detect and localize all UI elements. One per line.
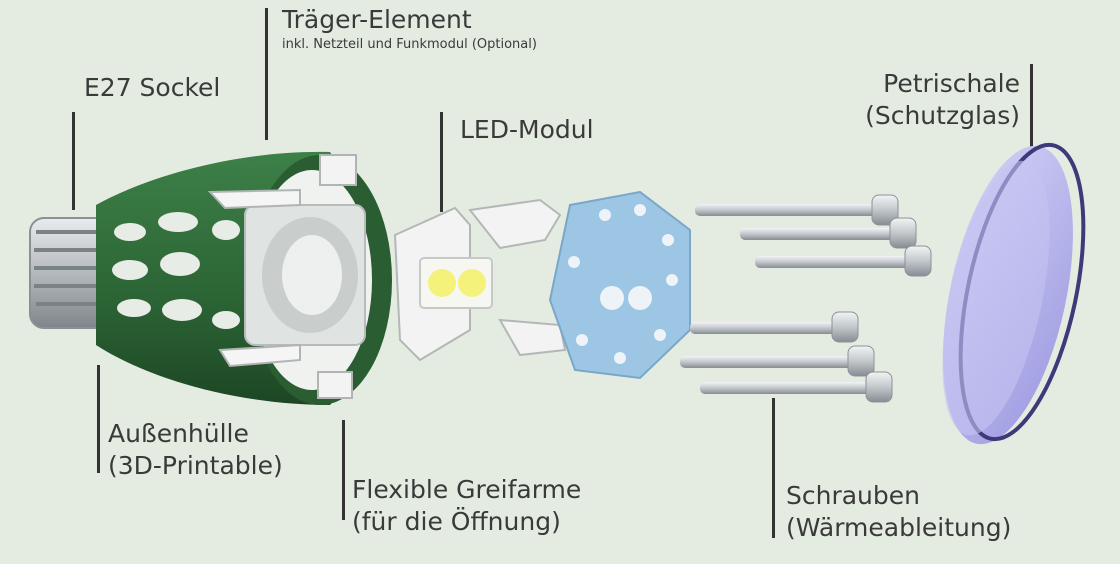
label-schrauben-line1: Schrauben <box>786 481 920 510</box>
label-petri-line2: (Schutzglas) <box>865 101 1020 130</box>
label-traeger-sub: inkl. Netzteil und Funkmodul (Optional) <box>282 37 537 52</box>
heat-plate <box>548 190 691 380</box>
leader-traeger <box>265 8 268 140</box>
leader-petri <box>1030 64 1033 154</box>
leader-led <box>440 112 443 212</box>
label-huelle: Außenhülle (3D-Printable) <box>108 418 283 482</box>
leader-huelle <box>97 365 100 473</box>
carrier-element <box>207 154 366 399</box>
label-greif-line1: Flexible Greifarme <box>352 475 582 504</box>
label-sockel-text: E27 Sockel <box>84 73 221 102</box>
label-traeger: Träger-Element inkl. Netzteil und Funkmo… <box>282 4 537 54</box>
label-led: LED-Modul <box>460 114 594 146</box>
label-sockel: E27 Sockel <box>84 72 220 104</box>
label-huelle-line2: (3D-Printable) <box>108 451 283 480</box>
led-module <box>393 198 567 362</box>
leader-schrauben <box>772 398 775 538</box>
label-schrauben: Schrauben (Wärmeableitung) <box>786 480 1011 544</box>
leader-greif <box>342 420 345 520</box>
label-greif: Flexible Greifarme (für die Öffnung) <box>352 474 581 538</box>
label-led-text: LED-Modul <box>460 115 594 144</box>
label-huelle-line1: Außenhülle <box>108 419 249 448</box>
label-petri: Petrischale (Schutzglas) <box>845 68 1020 132</box>
label-greif-line2: (für die Öffnung) <box>352 507 561 536</box>
screws <box>680 194 932 403</box>
leader-sockel <box>72 112 75 210</box>
label-traeger-title: Träger-Element <box>282 5 472 34</box>
petri-dish <box>942 142 1086 445</box>
label-petri-line1: Petrischale <box>883 69 1020 98</box>
label-schrauben-line2: (Wärmeableitung) <box>786 513 1012 542</box>
